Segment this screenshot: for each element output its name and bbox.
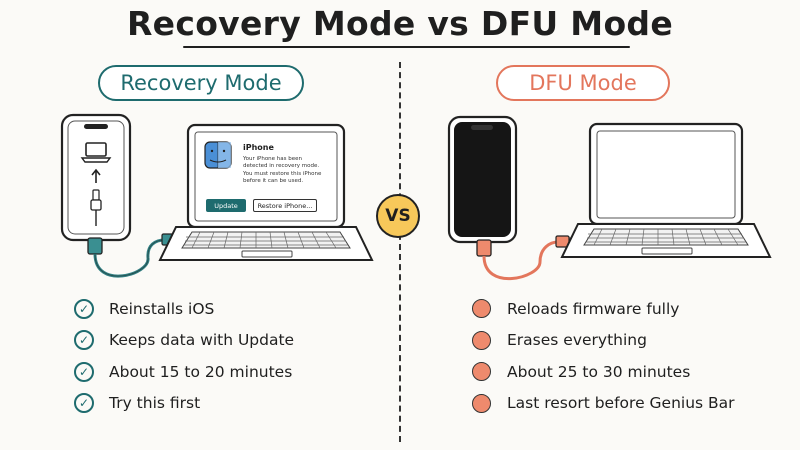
check-icon: ✓ — [74, 361, 94, 382]
bullet-dot-icon — [472, 299, 491, 319]
list-item: Reloads firmware fully — [472, 293, 735, 325]
center-divider — [399, 62, 401, 442]
dfu-laptop-icon — [560, 122, 772, 258]
recovery-feature-list: ✓Reinstalls iOS ✓Keeps data with Update … — [74, 293, 294, 419]
bullet-dot-icon — [472, 362, 491, 382]
check-icon: ✓ — [74, 330, 94, 351]
list-item-label: About 15 to 20 minutes — [109, 362, 293, 381]
page-title: Recovery Mode vs DFU Mode — [126, 4, 674, 43]
restore-iphone-button[interactable]: Restore iPhone... — [253, 199, 317, 212]
bullet-dot-icon — [472, 330, 491, 350]
list-item-label: About 25 to 30 minutes — [507, 362, 691, 381]
list-item: About 25 to 30 minutes — [472, 356, 735, 388]
dialog-title: iPhone — [243, 143, 274, 152]
title-underline — [183, 46, 630, 48]
dfu-feature-list: Reloads firmware fully Erases everything… — [472, 293, 735, 419]
update-button[interactable]: Update — [206, 199, 246, 212]
list-item: ✓ About 15 to 20 minutes — [74, 356, 294, 388]
list-item-label: Try this first — [109, 394, 201, 413]
list-item: Erases everything — [472, 325, 735, 357]
dfu-mode-heading: DFU Mode — [496, 65, 670, 101]
list-item-label: Last resort before Genius Bar — [507, 394, 735, 413]
list-item: Last resort before Genius Bar — [472, 388, 735, 420]
list-item-label: Reinstalls iOS — [109, 299, 215, 318]
recovery-iphone-icon — [60, 113, 132, 242]
recovery-cable-icon — [87, 233, 183, 278]
check-icon: ✓ — [74, 298, 94, 319]
check-icon: ✓ — [74, 393, 94, 414]
list-item: ✓ Keeps data with Update — [74, 325, 294, 357]
vs-badge: VS — [376, 194, 420, 238]
list-item-label: Reloads firmware fully — [507, 299, 680, 318]
bullet-dot-icon — [472, 393, 491, 413]
list-item: ✓ Try this first — [74, 388, 294, 420]
list-item-label: Keeps data with Update — [109, 331, 295, 350]
recovery-mode-heading: Recovery Mode — [98, 65, 304, 101]
list-item: ✓ Reinstalls iOS — [74, 293, 294, 325]
dfu-iphone-icon — [447, 115, 518, 244]
dialog-message: Your iPhone has been detected in recover… — [243, 156, 322, 185]
list-item-label: Erases everything — [507, 331, 647, 350]
